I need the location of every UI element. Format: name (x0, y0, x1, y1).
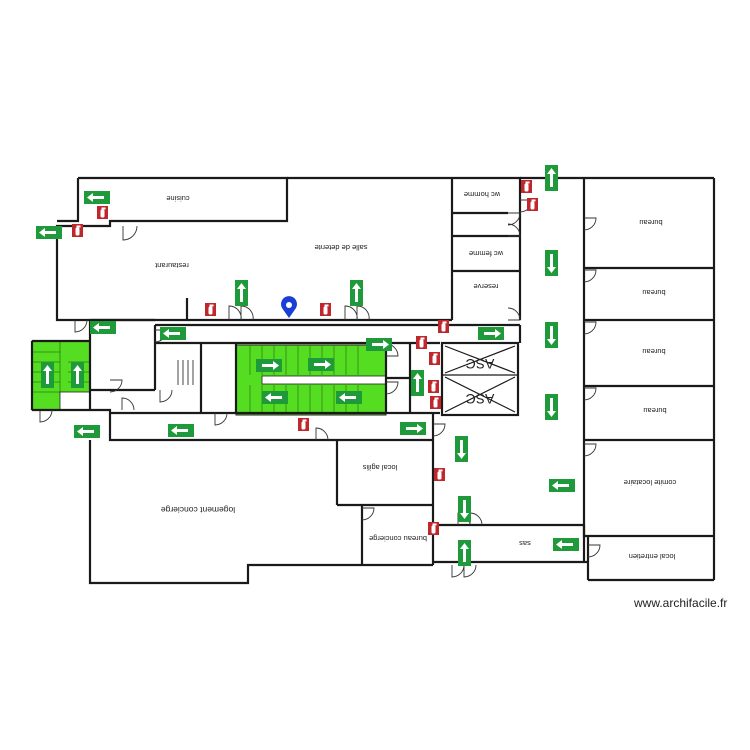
exit-sign-icon (455, 436, 468, 462)
room-label-local-agilis: local agilis (362, 463, 397, 472)
exit-sign-icon (545, 322, 558, 348)
exit-sign-icon (350, 280, 363, 306)
room-label-asc-1: ASC (466, 356, 495, 372)
exit-sign-icon (478, 327, 504, 340)
exit-sign-icon (84, 191, 110, 204)
exit-sign-icon (545, 250, 558, 276)
exit-sign-icon (71, 362, 84, 388)
fire-extinguisher-icon (434, 468, 445, 481)
exit-sign-icon (458, 540, 471, 566)
exit-sign-icon (549, 479, 575, 492)
room-label-bureau-3: bureau (642, 347, 665, 356)
watermark: www.archifacile.fr (634, 596, 728, 610)
fire-extinguisher-icon (429, 352, 440, 365)
exit-sign-icon (262, 391, 288, 404)
exit-sign-icon (553, 538, 579, 551)
exit-sign-icon (366, 338, 392, 351)
staircase-central (235, 344, 387, 416)
map-pin-icon (281, 296, 297, 318)
exit-sign-icon (41, 362, 54, 388)
walls (30, 176, 716, 585)
exit-sign-icon (256, 359, 282, 372)
fire-extinguisher-icon (428, 522, 439, 535)
fire-extinguisher-icon (430, 396, 441, 409)
exit-sign-icon (458, 496, 471, 522)
exit-sign-icon (74, 425, 100, 438)
fire-extinguisher-icon (320, 303, 331, 316)
room-label-local-entretien: local entretien (629, 552, 676, 561)
fire-extinguisher-icon (97, 206, 108, 219)
fire-extinguisher-icon (72, 224, 83, 237)
room-label-bureau-concierge: bureau concierge (369, 534, 427, 543)
room-label-reserve: reserve (473, 282, 498, 291)
exit-sign-icon (545, 394, 558, 420)
fire-extinguisher-icon (438, 320, 449, 333)
room-label-comite-locataire: comite locataire (624, 478, 677, 487)
exit-sign-icon (235, 280, 248, 306)
room-label-salle-de-detente: salle de detente (315, 243, 368, 252)
room-label-bureau-2: bureau (642, 288, 665, 297)
room-label-restaurant: restaurant (154, 261, 189, 270)
room-label-wc-homme: wc homme (464, 190, 501, 199)
fire-extinguisher-icon (428, 380, 439, 393)
room-label-wc-femme: wc femme (469, 249, 504, 258)
fire-extinguisher-icon (205, 303, 216, 316)
room-label-sas: sas (519, 539, 531, 548)
fire-extinguisher-icon (416, 336, 427, 349)
exit-sign-icon (545, 165, 558, 191)
fire-extinguisher-icon (527, 198, 538, 211)
fire-extinguisher-icon (521, 180, 532, 193)
exit-sign-icon (90, 321, 116, 334)
exit-sign-icon (400, 422, 426, 435)
exit-sign-icon (308, 358, 334, 371)
room-labels: cuisine restaurant salle de detente wc h… (154, 190, 676, 561)
room-label-asc-2: ASC (466, 391, 495, 407)
room-label-bureau-4: bureau (643, 406, 666, 415)
exit-sign-icon (168, 424, 194, 437)
exit-sign-icon (411, 370, 424, 396)
exit-sign-icon (336, 391, 362, 404)
fire-extinguisher-icon (298, 418, 309, 431)
room-label-cuisine: cuisine (166, 194, 189, 203)
exit-sign-icon (160, 327, 186, 340)
exit-sign-icon (36, 226, 62, 239)
room-label-bureau-1: bureau (639, 218, 662, 227)
room-label-logement-concierge: logement concierge (161, 505, 235, 515)
